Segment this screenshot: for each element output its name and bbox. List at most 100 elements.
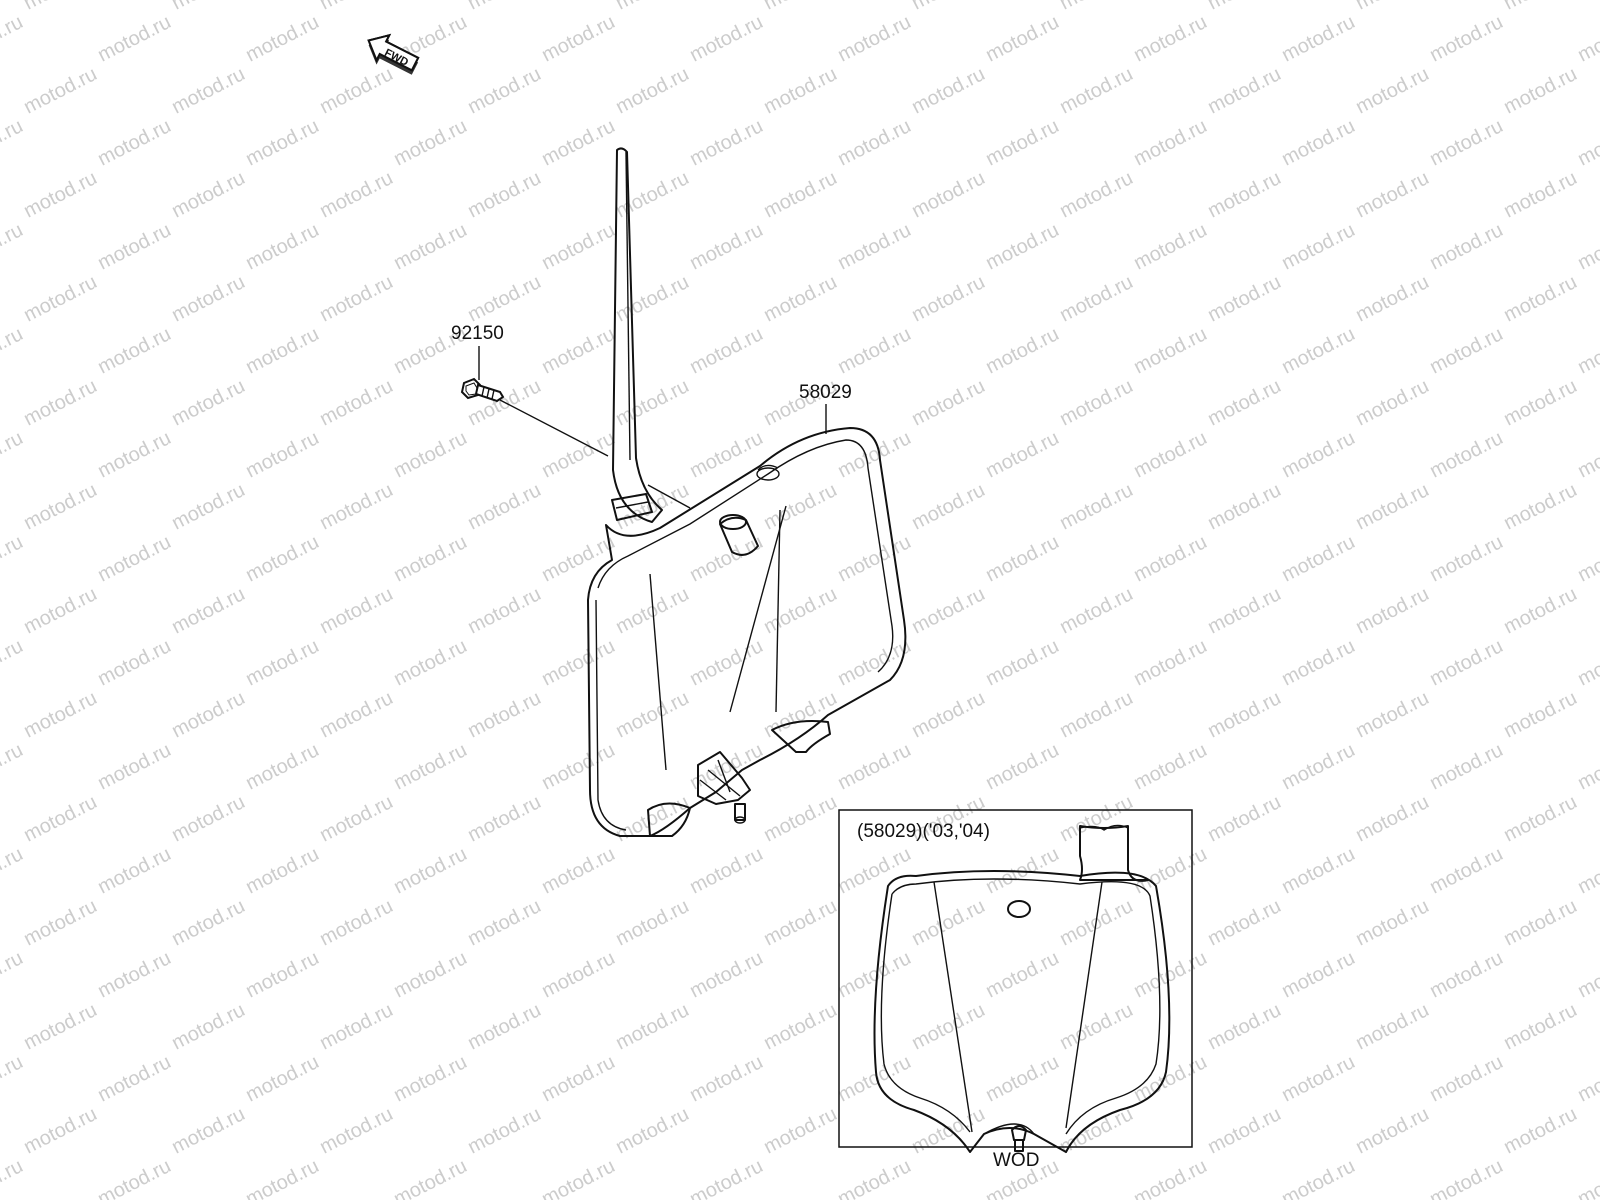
watermark-text: motod.ru [1130,427,1210,482]
watermark-text: motod.ru [1130,219,1210,274]
watermark-text: motod.ru [390,219,470,274]
watermark-text: motod.ru [538,1051,618,1106]
watermark-text: motod.ru [1352,895,1432,950]
inset-frame [838,809,1193,1148]
watermark-text: motod.ru [612,1103,692,1158]
watermark-text: motod.ru [316,999,396,1054]
bolt-reference-line-2 [647,484,691,509]
watermark-text: motod.ru [760,167,840,222]
watermark-text: motod.ru [834,115,914,170]
watermark-text: motod.ru [1352,0,1432,14]
watermark-text: motod.ru [982,323,1062,378]
watermark-text: motod.ru [242,219,322,274]
watermark-text: motod.ru [1352,375,1432,430]
watermark-text: motod.ru [908,63,988,118]
watermark-text: motod.ru [834,1155,914,1200]
watermark-text: motod.ru [94,739,174,794]
watermark-text: motod.ru [760,583,840,638]
watermark-text: motod.ru [168,687,248,742]
watermark-text: motod.ru [0,11,27,66]
watermark-text: motod.ru [168,479,248,534]
watermark-text: motod.ru [390,739,470,794]
watermark-text: motod.ru [20,1103,100,1158]
watermark-text: motod.ru [1426,115,1506,170]
watermark-text: motod.ru [1500,271,1580,326]
watermark-text: motod.ru [612,895,692,950]
watermark-text: motod.ru [982,427,1062,482]
watermark-text: motod.ru [982,219,1062,274]
watermark-text: motod.ru [834,219,914,274]
watermark-text: motod.ru [390,1051,470,1106]
watermark-text: motod.ru [760,999,840,1054]
watermark-text: motod.ru [1500,1103,1580,1158]
watermark-text: motod.ru [20,0,100,14]
watermark-text: motod.ru [1574,947,1600,1002]
watermark-text: motod.ru [1130,1155,1210,1200]
watermark-text: motod.ru [1204,375,1284,430]
watermark-text: motod.ru [1056,583,1136,638]
watermark-text: motod.ru [1500,63,1580,118]
watermark-text: motod.ru [316,895,396,950]
watermark-text: motod.ru [686,323,766,378]
watermark-text: motod.ru [612,999,692,1054]
watermark-text: motod.ru [834,531,914,586]
watermark-text: motod.ru [20,583,100,638]
watermark-text: motod.ru [464,0,544,14]
watermark-text: motod.ru [316,0,396,14]
watermark-text: motod.ru [20,895,100,950]
watermark-text: motod.ru [686,635,766,690]
watermark-text: motod.ru [1130,323,1210,378]
watermark-text: motod.ru [686,427,766,482]
watermark-text: motod.ru [1278,635,1358,690]
watermark-text: motod.ru [538,635,618,690]
watermark-text: motod.ru [94,1155,174,1200]
watermark-text: motod.ru [1500,479,1580,534]
watermark-text: motod.ru [1204,687,1284,742]
watermark-text: motod.ru [464,63,544,118]
watermark-text: motod.ru [316,687,396,742]
watermark-text: motod.ru [20,167,100,222]
watermark-text: motod.ru [982,739,1062,794]
watermark-text: motod.ru [390,531,470,586]
watermark-text: motod.ru [168,63,248,118]
watermark-text: motod.ru [760,479,840,534]
watermark-text: motod.ru [168,375,248,430]
watermark-text: motod.ru [168,583,248,638]
watermark-text: motod.ru [390,635,470,690]
watermark-text: motod.ru [390,427,470,482]
watermark-text: motod.ru [834,635,914,690]
watermark-text: motod.ru [168,0,248,14]
watermark-text: motod.ru [464,271,544,326]
watermark-text: motod.ru [390,1155,470,1200]
watermark-text: motod.ru [390,115,470,170]
watermark-text: motod.ru [1278,947,1358,1002]
watermark-text: motod.ru [94,115,174,170]
inset-caption: WOD [993,1150,1039,1171]
watermark-text: motod.ru [538,11,618,66]
watermark-text: motod.ru [316,479,396,534]
fwd-arrow-icon: FWD [367,33,420,75]
watermark-text: motod.ru [242,531,322,586]
watermark-text: motod.ru [316,1103,396,1158]
watermark-text: motod.ru [1352,791,1432,846]
watermark-text: motod.ru [1278,1155,1358,1200]
watermark-text: motod.ru [612,0,692,14]
watermark-text: motod.ru [538,531,618,586]
watermark-text: motod.ru [538,843,618,898]
watermark-text: motod.ru [1278,531,1358,586]
watermark-text: motod.ru [538,947,618,1002]
watermark-text: motod.ru [1574,323,1600,378]
watermark-text: motod.ru [908,167,988,222]
watermark-text: motod.ru [612,791,692,846]
watermark-text: motod.ru [242,947,322,1002]
watermark-text: motod.ru [94,219,174,274]
watermark-text: motod.ru [0,635,27,690]
watermark-text: motod.ru [1204,479,1284,534]
watermark-text: motod.ru [538,115,618,170]
watermark-text: motod.ru [1426,843,1506,898]
watermark-text: motod.ru [1574,531,1600,586]
watermark-text: motod.ru [1574,739,1600,794]
watermark-text: motod.ru [1130,11,1210,66]
watermark-text: motod.ru [686,1155,766,1200]
